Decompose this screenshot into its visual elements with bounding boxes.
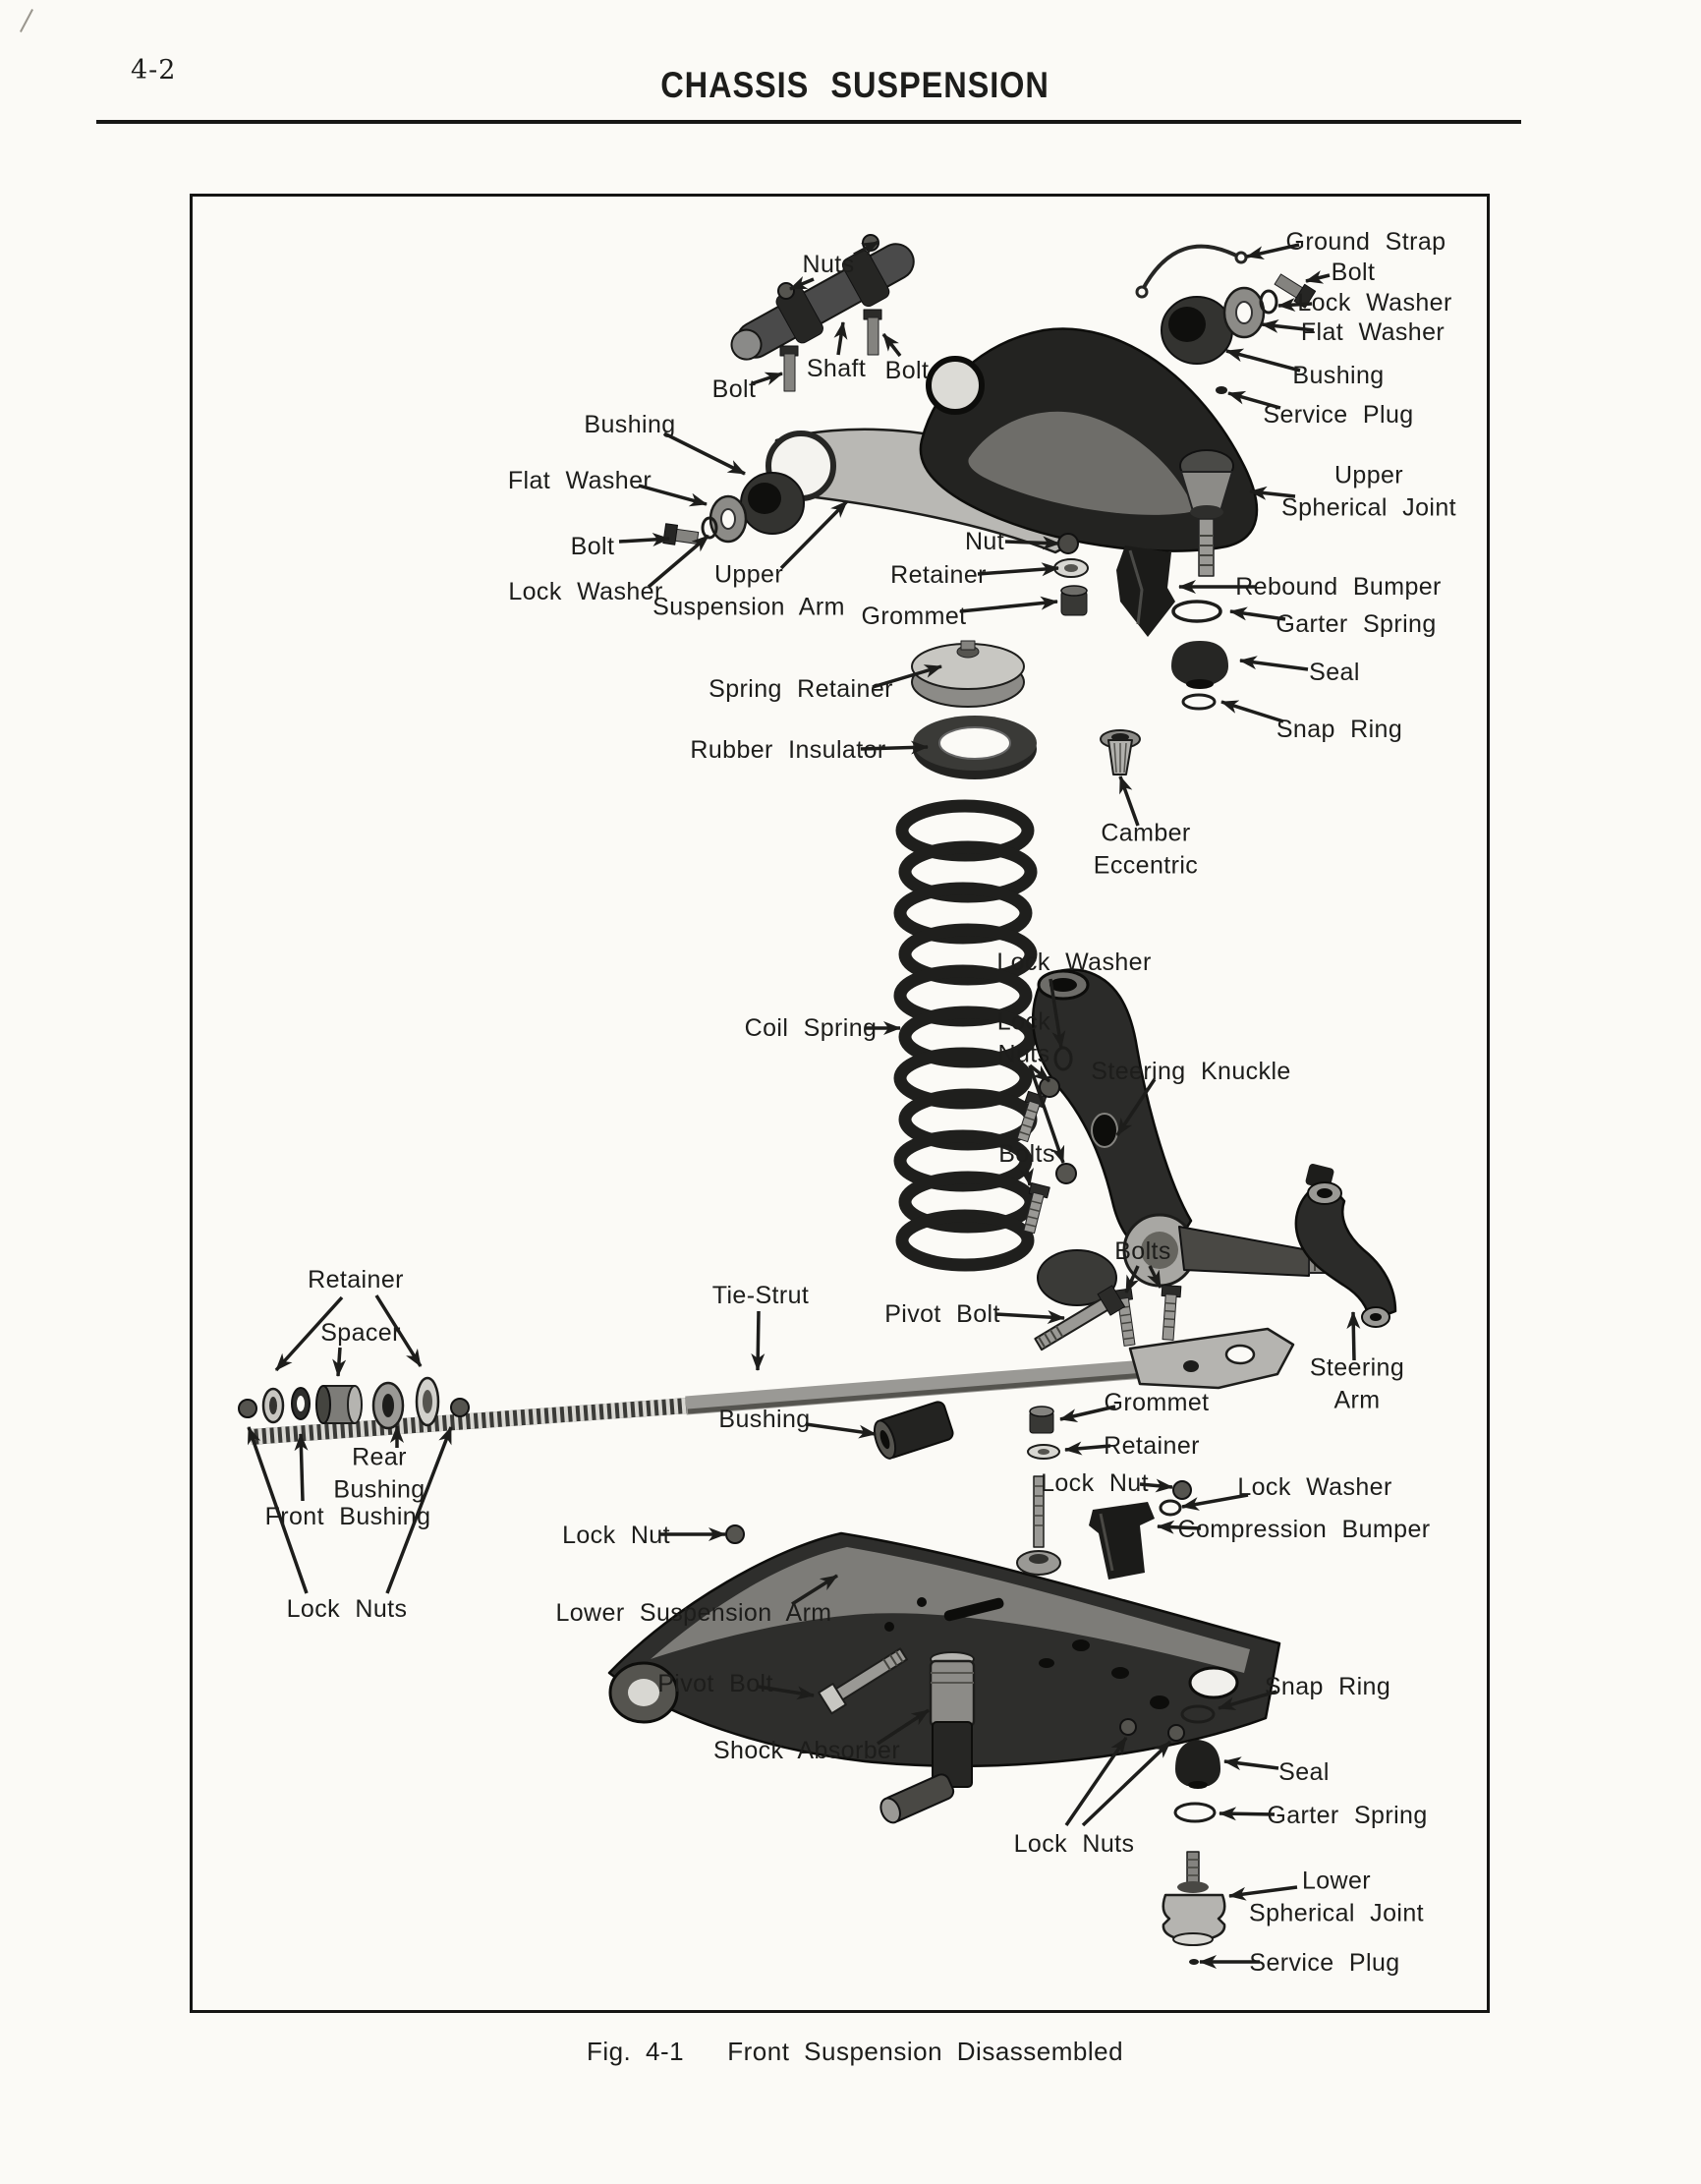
- knuckle-fasteners-illustration: [1016, 1046, 1182, 1347]
- leader-arrow-steering-knuckle: [1115, 1078, 1157, 1136]
- leader-arrow-steering-arm: [1346, 1311, 1361, 1361]
- leader-arrow-retainer-lower: [1064, 1441, 1111, 1456]
- leader-arrow-pivot-bolt-upper: [994, 1310, 1065, 1325]
- leader-arrow-lock-nuts-left: [247, 1426, 309, 1594]
- leader-arrow-shaft: [833, 321, 848, 356]
- ground-strap-illustration: [1135, 244, 1248, 299]
- leader-arrow-service-plug-top: [1227, 390, 1281, 410]
- leader-arrow-bushing-lower: [805, 1422, 877, 1439]
- upper-joint-small-parts-illustration: [911, 533, 1089, 779]
- leader-arrow-camber-eccentric: [1118, 776, 1140, 827]
- leader-arrow-flat-washer-top-right: [1261, 318, 1315, 333]
- page-number: 4-2: [131, 55, 177, 86]
- figure-caption: Fig. 4-1 Front Suspension Disassembled: [586, 2037, 1124, 2066]
- leader-arrow-front-bushing: [294, 1433, 309, 1502]
- leader-arrow-retainer-left: [274, 1295, 344, 1372]
- leader-arrow-lock-nuts-mid: [1028, 1063, 1051, 1083]
- page-title: CHASSIS SUSPENSION: [660, 65, 1049, 105]
- leader-arrow-snap-ring-lower: [1218, 1690, 1277, 1711]
- leader-arrow-bolts-lower: [1147, 1265, 1162, 1289]
- leader-arrow-nuts-upper: [853, 240, 879, 257]
- leader-arrow-bolts-lower: [1124, 1265, 1140, 1293]
- leader-arrow-bolt-upper-right: [881, 332, 902, 358]
- upper-bushing-left-illustration: [662, 472, 805, 546]
- leader-arrow-lower-spherical-joint: [1228, 1885, 1298, 1901]
- leader-arrow-grommet-lower: [1059, 1405, 1116, 1422]
- leader-arrow-upper-spherical-joint: [1249, 486, 1296, 500]
- leader-arrow-spacer: [332, 1347, 347, 1377]
- leader-arrow-snap-ring-upper: [1220, 700, 1284, 723]
- leader-arrow-spring-retainer: [872, 664, 942, 689]
- leader-arrow-lock-nuts-bottom: [1081, 1740, 1172, 1827]
- leader-arrow-lower-suspension-arm: [791, 1574, 838, 1606]
- leader-arrow-bushing-top-right: [1225, 348, 1301, 373]
- leader-arrow-retainer-mid: [977, 562, 1059, 577]
- leader-arrow-garter-spring-upper: [1229, 606, 1286, 621]
- leader-arrow-bolts-mid: [1020, 1168, 1034, 1186]
- leader-arrow-bolt-upper-left: [752, 372, 783, 386]
- lower-suspension-arm-illustration: [607, 1475, 1281, 1767]
- leader-arrow-nut-mid: [1004, 536, 1060, 550]
- leader-arrow-lock-nuts-left: [385, 1426, 453, 1594]
- leader-arrow-lock-nuts-mid: [1028, 1064, 1065, 1164]
- leader-arrow-bushing-top-left: [663, 431, 746, 476]
- leader-arrow-bolt-left: [618, 533, 670, 546]
- leader-arrow-upper-suspension-arm: [779, 499, 849, 570]
- compression-bumper-illustration: [1089, 1480, 1192, 1580]
- shock-absorber-illustration: [879, 1651, 976, 1824]
- upper-suspension-arm-illustration: [765, 327, 1259, 577]
- leader-arrow-nuts-upper: [789, 276, 815, 291]
- upper-seal-parts-illustration: [1100, 546, 1228, 776]
- leader-arrow-grommet-mid: [959, 596, 1058, 613]
- leader-arrow-seal-lower: [1223, 1756, 1279, 1771]
- leader-arrow-tie-strut: [751, 1310, 765, 1371]
- leader-arrow-lock-washer-mid: [1049, 978, 1066, 1049]
- steering-knuckle-illustration: [1032, 968, 1335, 1306]
- leader-arrow-shock-absorber: [877, 1708, 930, 1746]
- leader-arrows: [247, 240, 1361, 1969]
- upper-bushing-right-illustration: [1161, 273, 1317, 394]
- suspension-artwork: [238, 234, 1397, 1965]
- figure-border: [190, 194, 1490, 2013]
- tie-strut-illustration: [250, 1327, 1295, 1445]
- lower-pivot-bolt-illustration: [818, 1647, 908, 1715]
- leader-arrow-lock-washer-left: [647, 534, 710, 589]
- leader-arrow-ground-strap: [1246, 243, 1300, 260]
- leader-arrow-retainer-left: [374, 1294, 423, 1367]
- strut-front-parts-illustration: [725, 1285, 1126, 1544]
- steering-arm-illustration: [1294, 1164, 1397, 1328]
- leader-arrow-lock-washer-top-right: [1277, 298, 1313, 312]
- leader-arrow-bolt-top-right: [1305, 270, 1331, 284]
- header-rule: [96, 120, 1521, 124]
- lower-joint-parts-illustration: [1119, 1704, 1226, 1965]
- leader-arrow-flat-washer-left: [638, 484, 708, 507]
- leader-arrow-lock-nuts-bottom: [1064, 1737, 1128, 1826]
- leader-arrow-pivot-bolt-lower: [758, 1685, 815, 1700]
- leader-arrow-garter-spring-lower: [1219, 1807, 1276, 1821]
- leader-arrow-lock-washer-right: [1181, 1493, 1249, 1511]
- coil-spring-illustration: [893, 799, 1038, 1272]
- upper-shaft-illustration: [730, 234, 915, 392]
- strut-bushing-row-illustration: [238, 1376, 470, 1430]
- leader-arrow-compression-bumper: [1157, 1520, 1202, 1534]
- leader-arrow-lock-nut-right: [1139, 1478, 1173, 1493]
- leader-arrow-seal-upper: [1239, 656, 1309, 671]
- leader-arrow-rubber-insulator: [860, 740, 929, 755]
